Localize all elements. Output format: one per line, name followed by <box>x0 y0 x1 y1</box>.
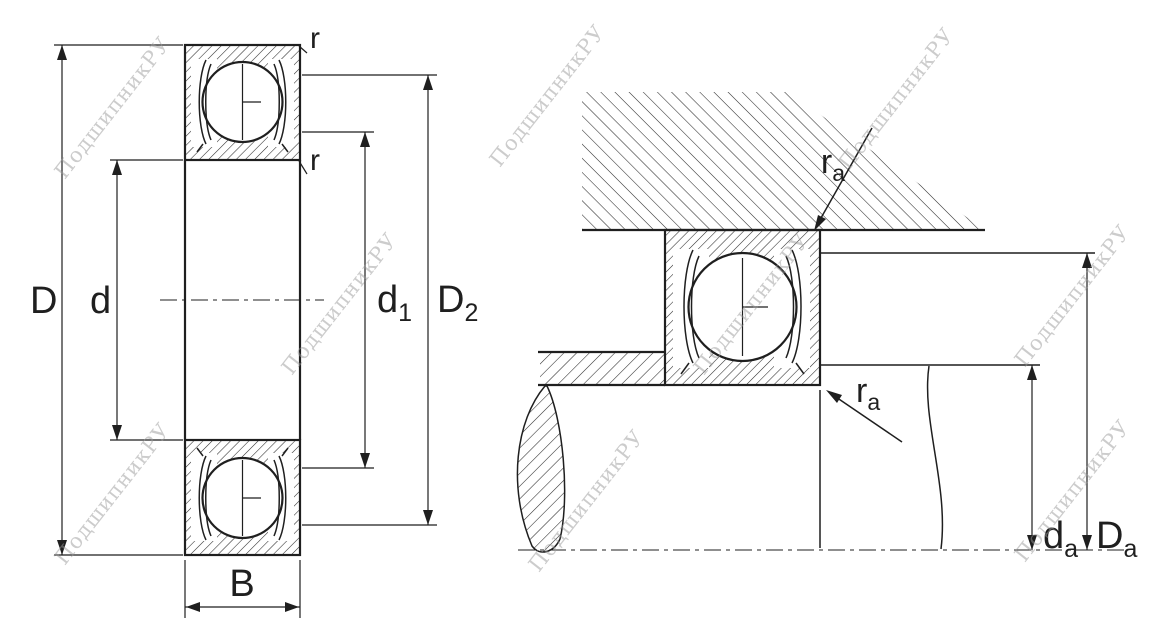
seal-anchor <box>196 143 204 153</box>
seal-lip <box>198 455 207 541</box>
seal-anchor <box>281 447 289 457</box>
arrowhead <box>1027 535 1037 550</box>
front-dimensions: D d d1 D2 r r B <box>30 22 478 618</box>
mounting-dimensions: ra ra da Da <box>814 127 1137 563</box>
seal-lip <box>205 63 212 141</box>
arrowhead <box>423 510 433 525</box>
label-r-top: r <box>310 22 320 55</box>
seal-lip <box>273 459 280 537</box>
watermark-text: ПодшипникРУ <box>50 418 175 569</box>
arrowhead <box>360 132 370 147</box>
seal-lip <box>683 249 694 364</box>
front-view <box>160 43 324 557</box>
seal-anchor <box>795 362 805 375</box>
label-B: B <box>229 563 254 605</box>
arrowhead <box>423 75 433 90</box>
seal-anchor <box>281 143 289 153</box>
leader-line <box>298 45 308 54</box>
label-Da: Da <box>1096 515 1137 563</box>
label-da: da <box>1043 515 1078 563</box>
arrowhead <box>285 602 299 612</box>
label-d: d <box>90 280 111 322</box>
label-D2: D2 <box>437 279 478 327</box>
arrowhead <box>814 215 826 231</box>
label-D: D <box>30 280 57 322</box>
label-ra-bottom: ra <box>856 372 880 415</box>
leader-line <box>298 160 308 175</box>
seal-anchor <box>680 362 690 375</box>
label-r-mid: r <box>310 144 320 177</box>
seal-anchor <box>196 447 204 457</box>
arrowhead <box>186 602 200 612</box>
seal-lip <box>791 249 802 364</box>
leader-line <box>816 127 873 226</box>
label-d1: d1 <box>377 279 412 327</box>
arrowhead <box>1082 535 1092 550</box>
arrowhead <box>826 390 842 403</box>
watermark-text: ПодшипникРУ <box>834 23 959 174</box>
seal-lip <box>205 459 212 537</box>
seal-lip <box>273 63 280 141</box>
seal-lip <box>785 255 795 359</box>
shaft-shoulder-section <box>540 352 665 385</box>
arrowhead <box>57 540 67 555</box>
label-ra-top: ra <box>821 143 845 186</box>
seal-lip <box>278 59 287 145</box>
arrowhead <box>112 160 122 175</box>
shaft-break-line <box>926 365 944 550</box>
seal-lip <box>278 455 287 541</box>
leader-line <box>829 392 903 443</box>
mounting-view <box>516 92 1128 553</box>
arrowhead <box>57 45 67 60</box>
arrowhead <box>360 453 370 468</box>
housing-section <box>582 92 985 230</box>
shaft-break-section <box>516 385 566 553</box>
arrowhead <box>1082 253 1092 268</box>
seal-lip <box>198 59 207 145</box>
arrowhead <box>1027 365 1037 380</box>
seal-lip <box>690 255 700 359</box>
arrowhead <box>112 425 122 440</box>
watermark-text: ПодшипникРУ <box>1010 220 1135 371</box>
